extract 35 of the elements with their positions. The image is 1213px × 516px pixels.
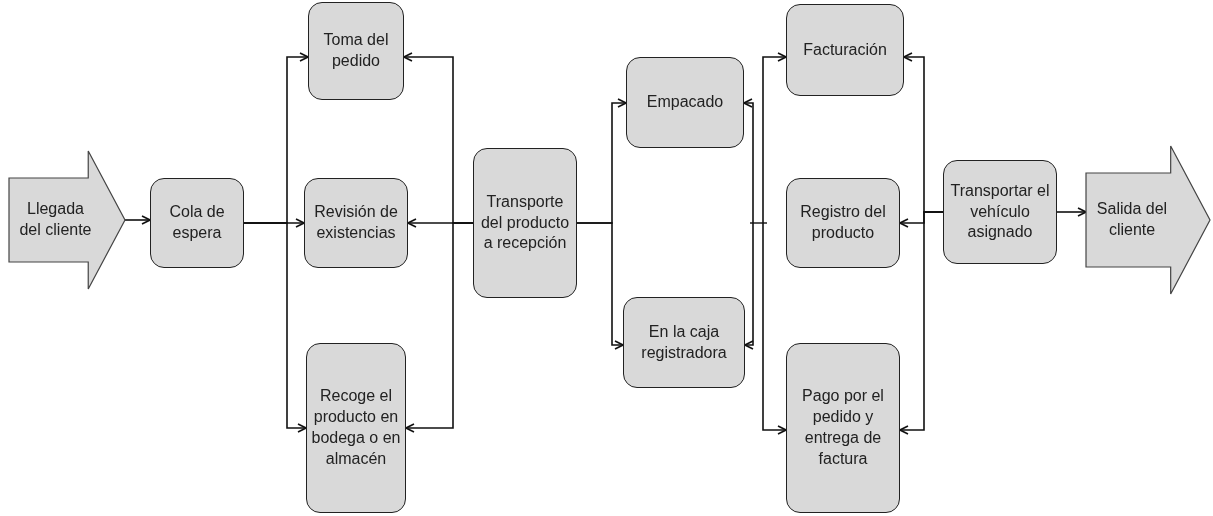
node-label: Transportar el vehículo asignado bbox=[949, 180, 1051, 243]
process-box bbox=[786, 343, 900, 513]
node-label: Empacado bbox=[646, 92, 724, 113]
node-label: Cola de espera bbox=[168, 202, 226, 243]
connector-arrow bbox=[576, 222, 624, 350]
process-box bbox=[943, 160, 1057, 264]
connector-arrow bbox=[899, 211, 944, 435]
node-label: Recoge el producto en bodega o en almacén bbox=[310, 386, 402, 469]
connector-arrow bbox=[762, 52, 787, 224]
process-box bbox=[304, 178, 408, 268]
process-box bbox=[473, 148, 577, 298]
node-label: Transporte del producto a recepción bbox=[479, 191, 571, 254]
connector-arrow bbox=[405, 222, 474, 433]
connector-arrow bbox=[243, 222, 307, 433]
node-label: Llegada del cliente bbox=[18, 199, 93, 240]
connector-arrow bbox=[743, 98, 754, 224]
process-box bbox=[623, 297, 745, 388]
node-label: Pago por el pedido y entrega de factura bbox=[801, 386, 885, 469]
node-label: Revisión de existencias bbox=[313, 202, 399, 243]
block-arrow bbox=[8, 150, 126, 290]
node-label: En la caja registradora bbox=[640, 321, 728, 363]
process-box bbox=[306, 343, 406, 513]
block-arrow bbox=[1085, 145, 1211, 295]
connector-arrow bbox=[762, 222, 787, 435]
process-box bbox=[626, 57, 744, 148]
process-box bbox=[150, 178, 244, 268]
process-box bbox=[308, 2, 404, 100]
node-label: Facturación bbox=[803, 39, 887, 60]
node-label: Registro del producto bbox=[799, 202, 887, 243]
process-box bbox=[786, 178, 900, 268]
process-box bbox=[786, 4, 904, 96]
node-label: Toma del pedido bbox=[322, 30, 390, 71]
node-label: Salida del cliente bbox=[1095, 199, 1169, 240]
connector-arrow bbox=[1056, 207, 1087, 217]
connector-arrow bbox=[744, 222, 754, 350]
